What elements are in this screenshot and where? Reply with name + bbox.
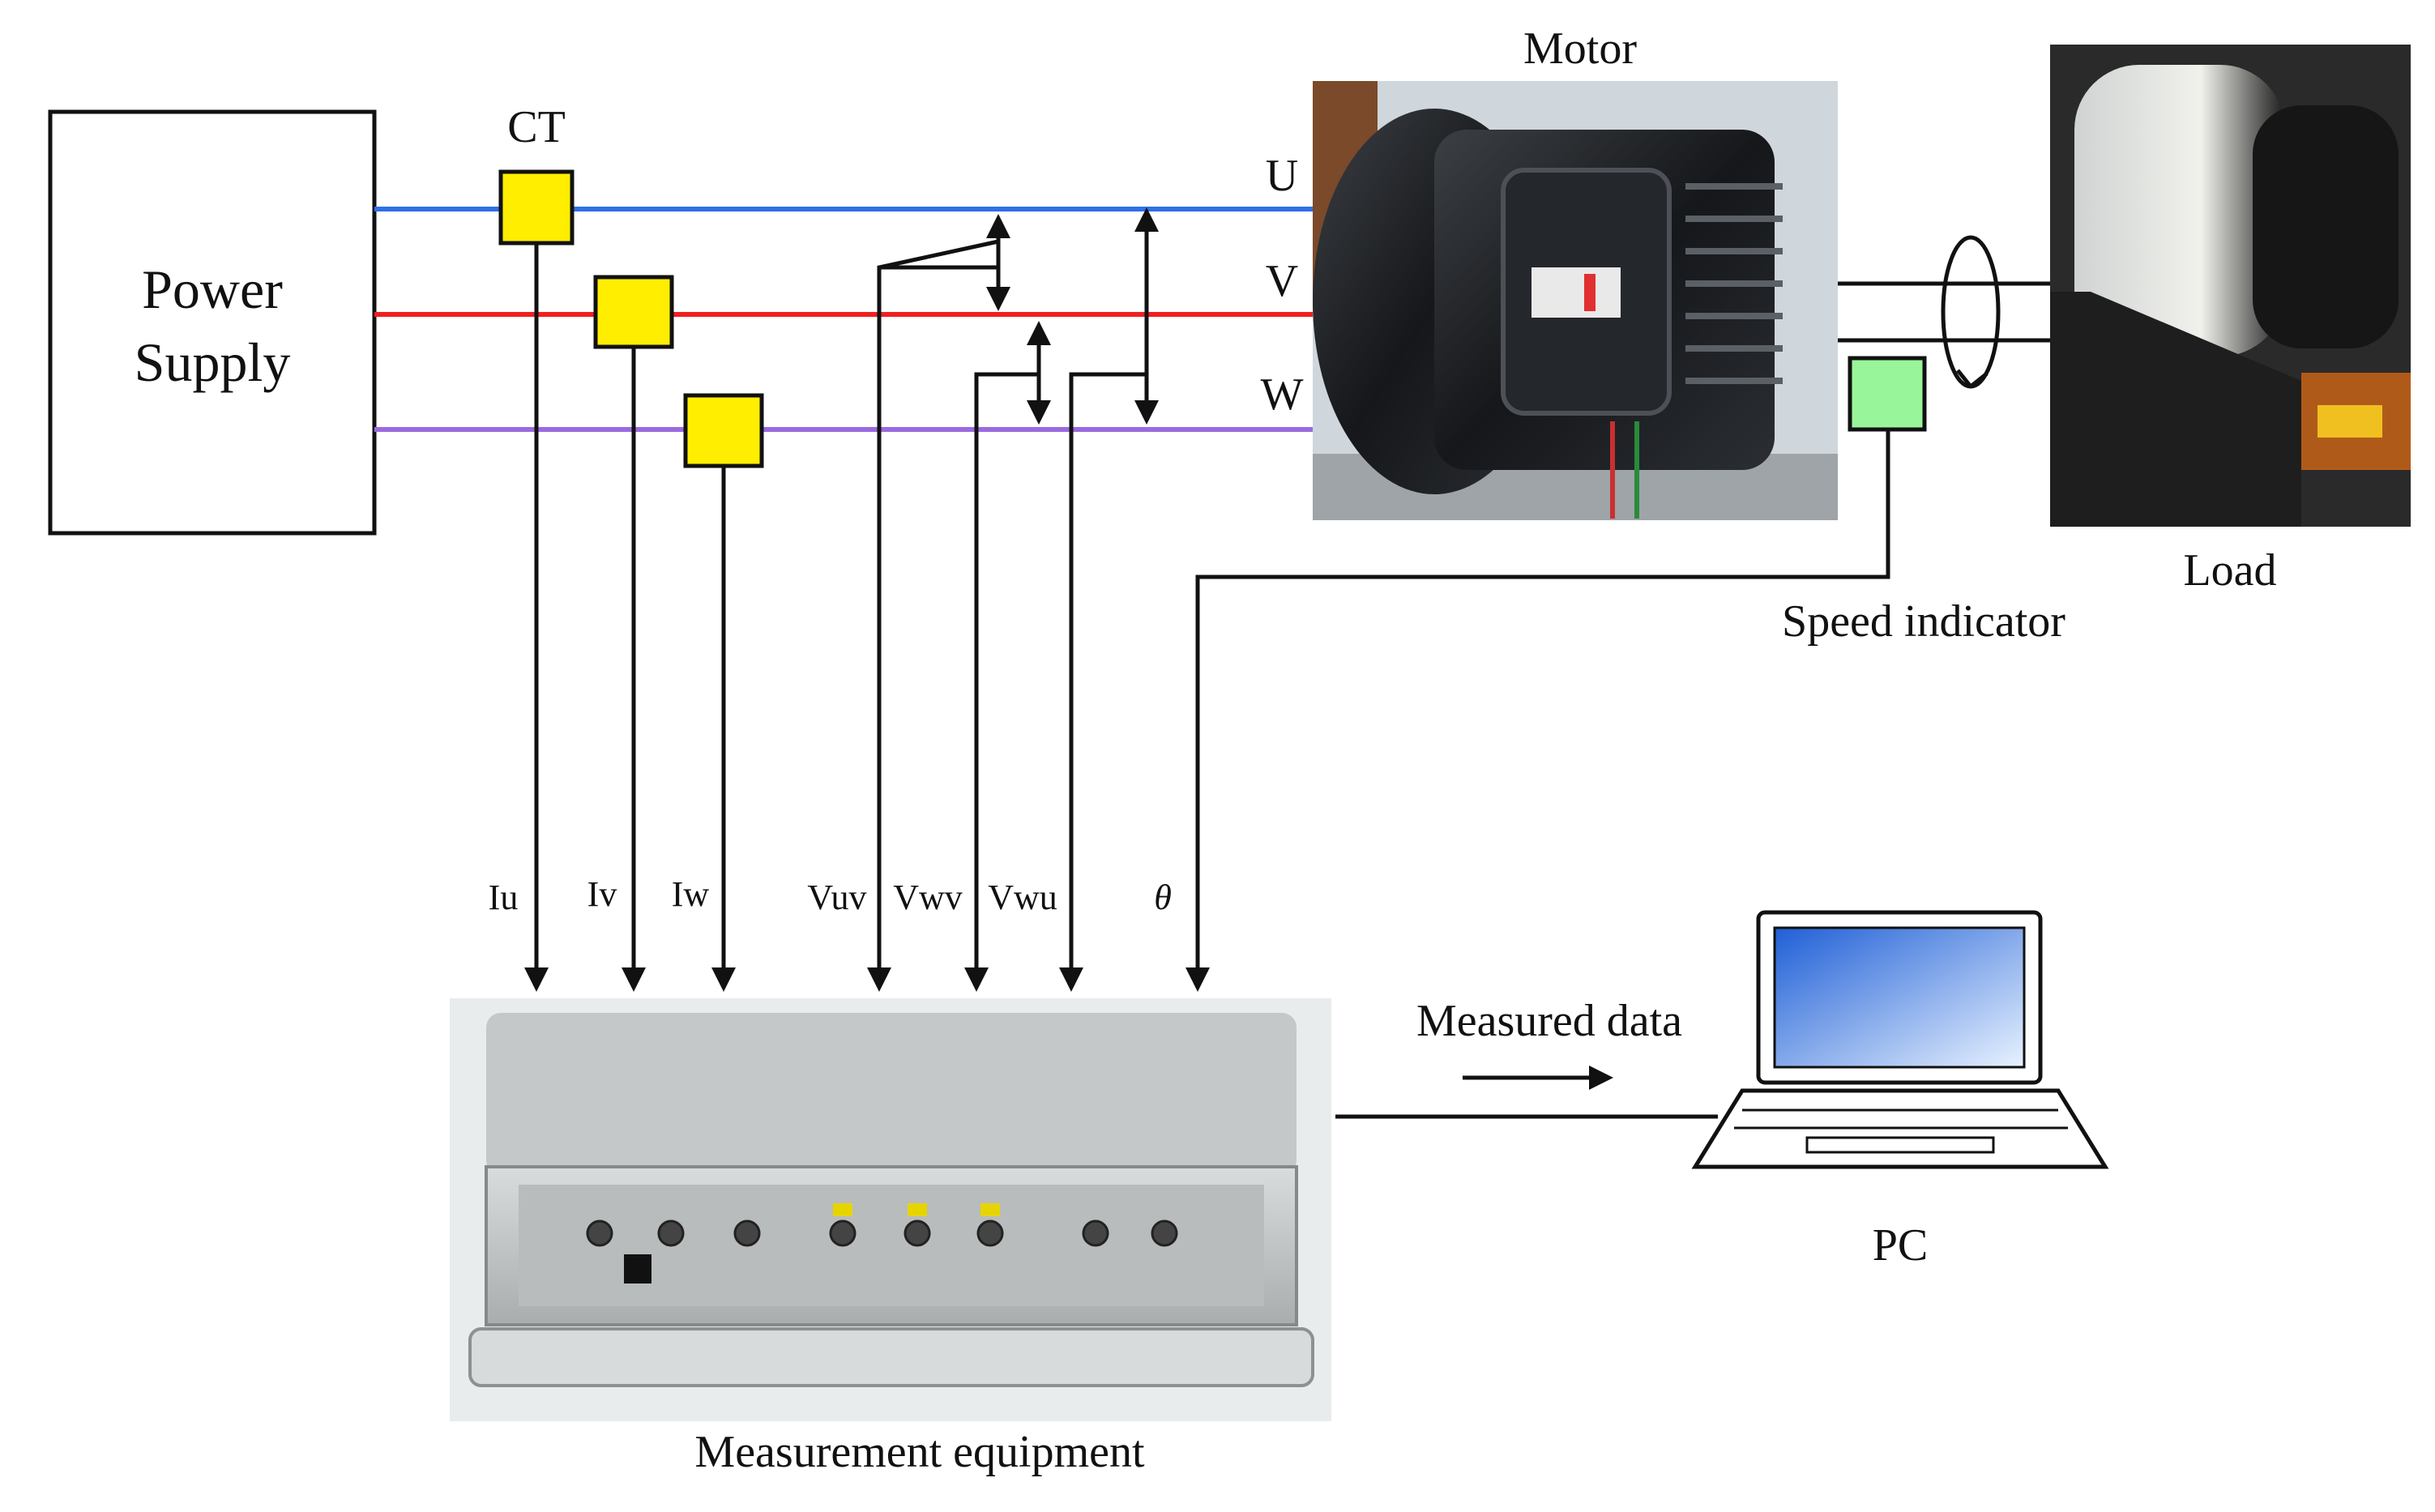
measurement-equipment-label: Measurement equipment <box>694 1427 1145 1477</box>
motor-label: Motor <box>1523 23 1637 74</box>
signal-label-vuv: Vuv <box>807 878 866 917</box>
rotation-arrow-icon <box>1941 235 2001 389</box>
signal-label-iv: Iv <box>587 874 617 914</box>
phase-v-label: V <box>1266 256 1298 306</box>
signal-label-theta: θ <box>1154 878 1172 917</box>
ct-box-u <box>498 169 575 246</box>
ct-box-v <box>593 275 674 349</box>
vuv-signal-wire <box>867 239 999 992</box>
power-supply-label-line2: Supply <box>135 331 291 393</box>
measured-data-label: Measured data <box>1416 996 1682 1046</box>
measurement-equipment-image <box>450 998 1331 1421</box>
ct-label: CT <box>507 102 566 152</box>
signal-label-iw: Iw <box>672 874 710 914</box>
load-image <box>2050 45 2411 527</box>
speed-indicator-box <box>1848 356 1927 432</box>
power-supply-label-line1: Power <box>142 258 283 320</box>
power-supply-block: Power Supply <box>48 109 377 536</box>
phase-w-label: W <box>1261 369 1304 420</box>
phase-u-label: U <box>1266 151 1298 201</box>
vwu-signal-wire <box>1059 372 1147 992</box>
ct-box-w <box>683 393 764 468</box>
motor-image: Motor <box>1313 23 1838 520</box>
theta-signal-wire <box>1185 425 1890 992</box>
laptop-icon <box>1691 910 2109 1169</box>
signal-label-iu: Iu <box>489 878 519 917</box>
signal-label-vwv: Vwv <box>893 878 963 917</box>
load-label: Load <box>2183 545 2276 596</box>
vwv-signal-wire <box>964 372 1039 992</box>
pc-label: PC <box>1873 1220 1929 1271</box>
signal-label-vwu: Vwu <box>988 878 1057 917</box>
speed-indicator-label: Speed indicator <box>1782 596 2065 647</box>
